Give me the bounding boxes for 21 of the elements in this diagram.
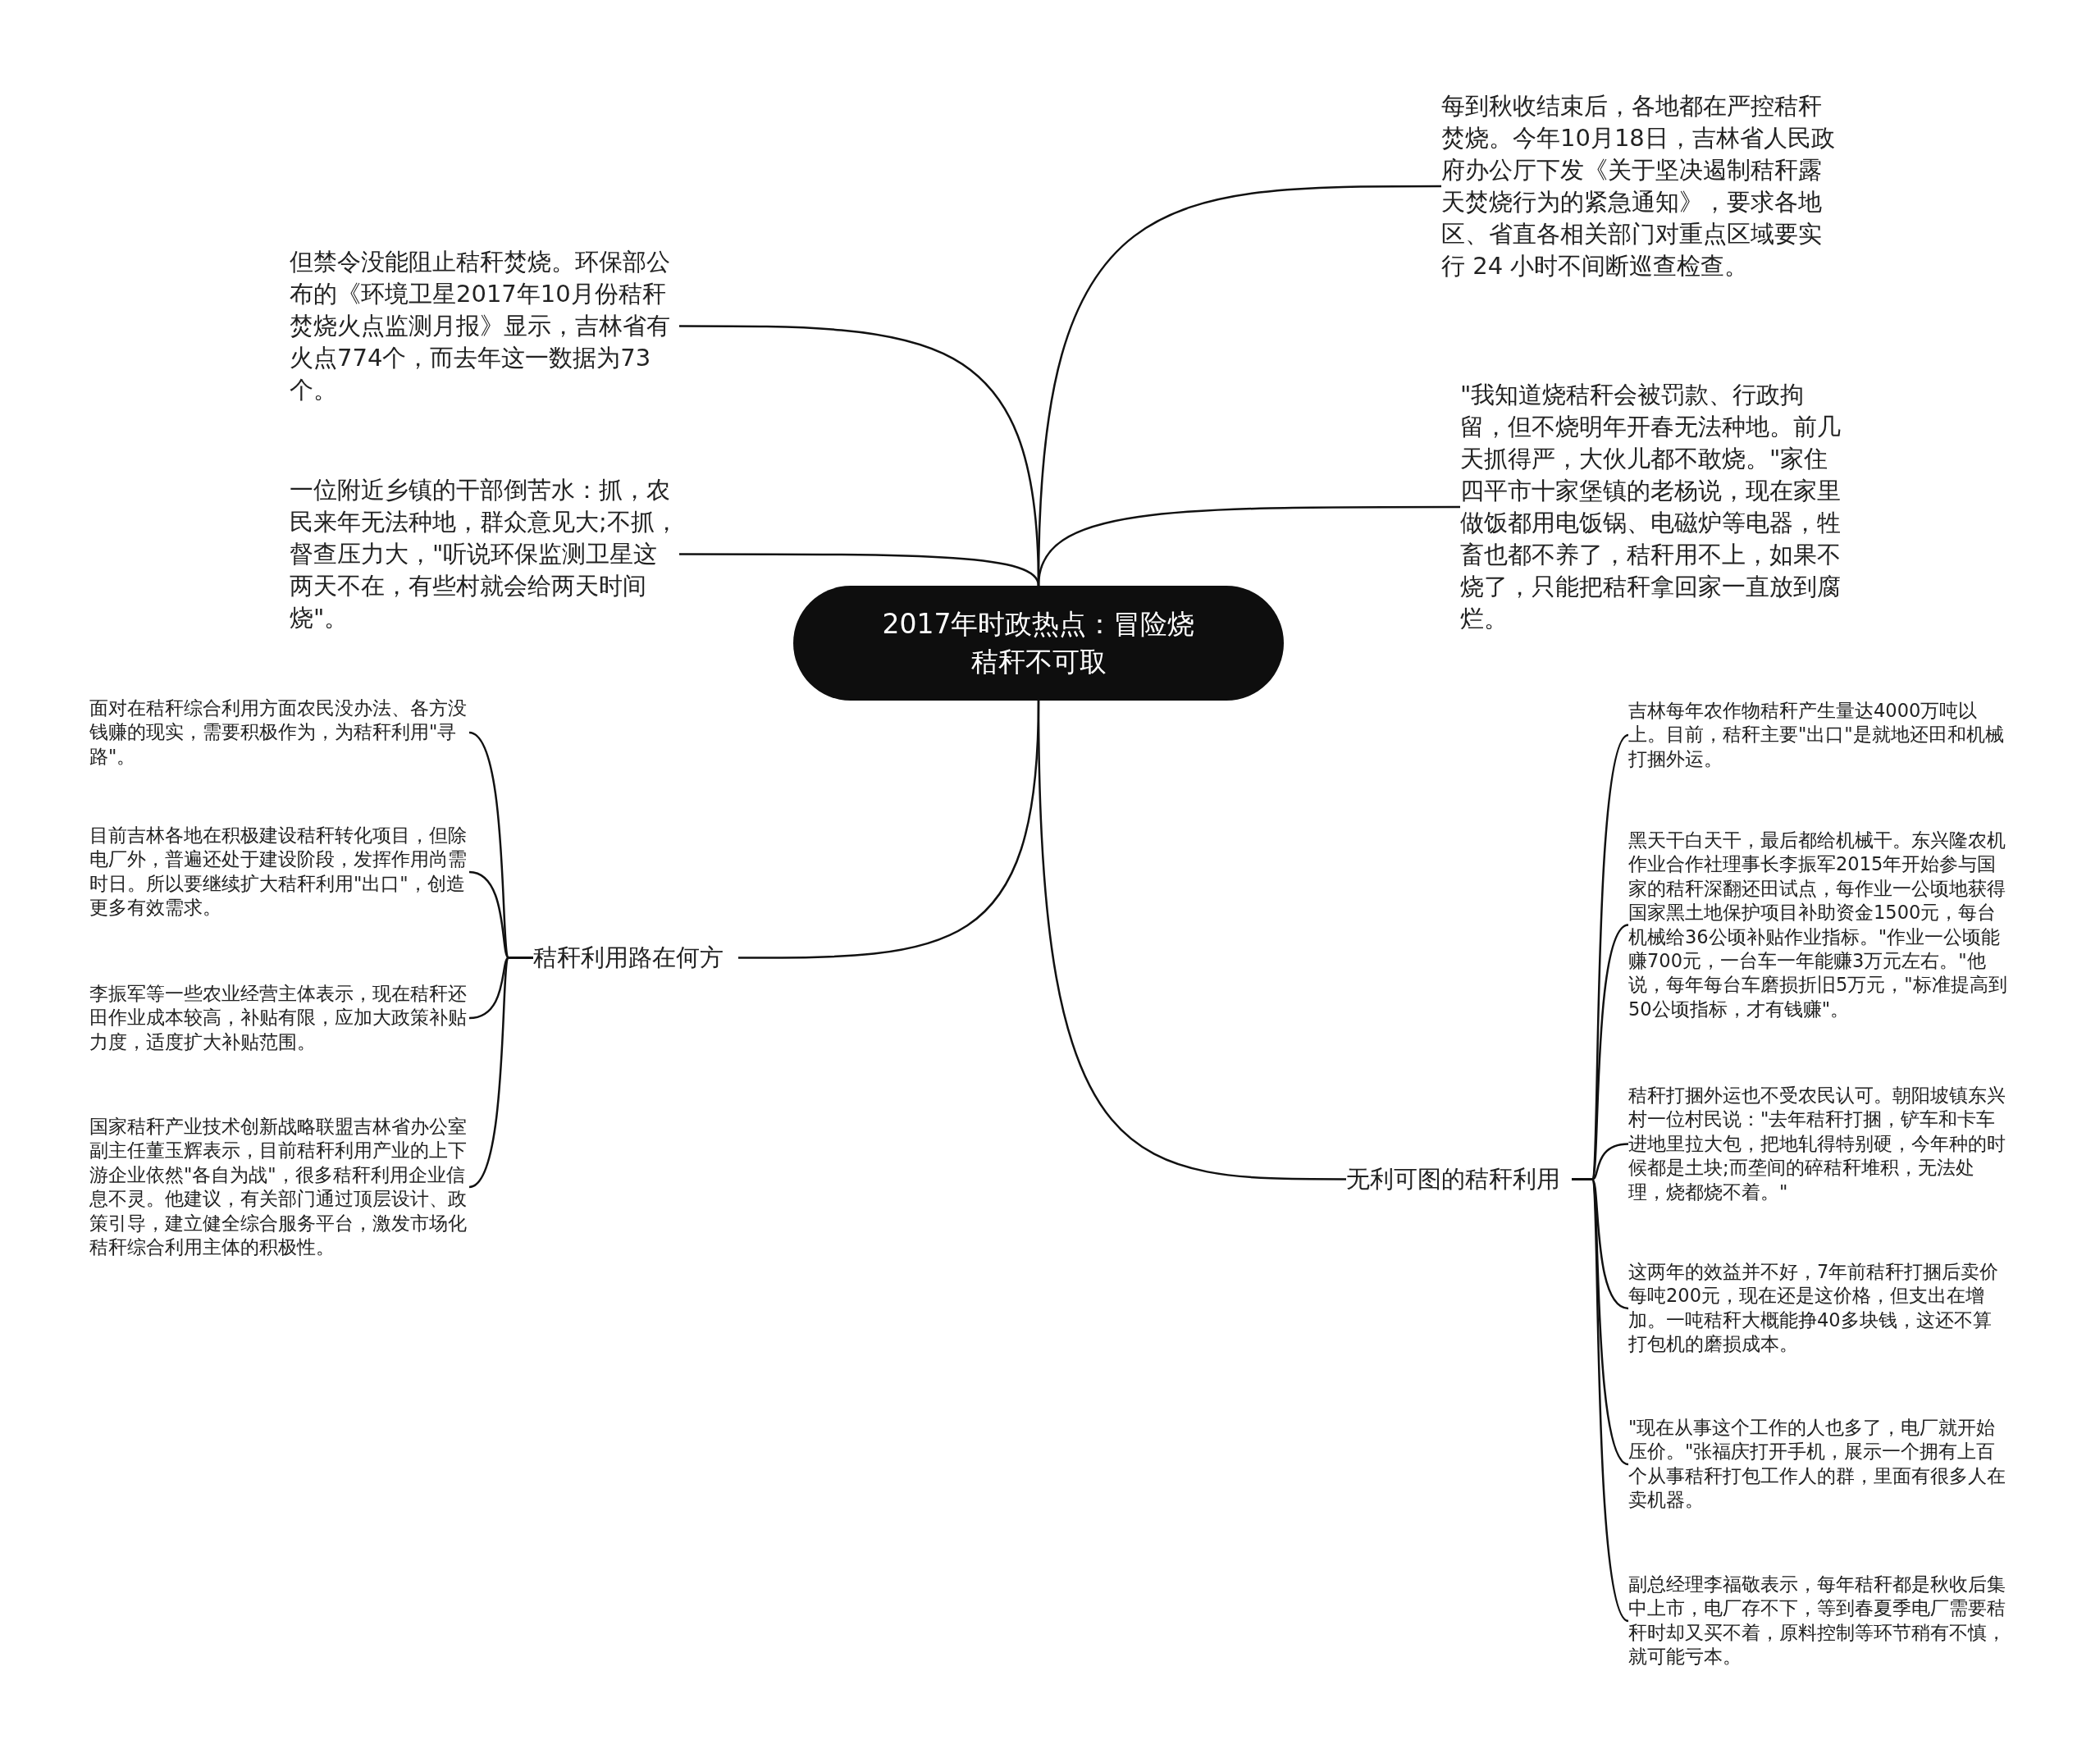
detail-text: 这两年的效益并不好，7年前秸秆打捆后卖价每吨200元，现在还是这价格，但支出在增加。一吨秸秆大概能挣40多块钱，这还不算打包机的磨损成本。: [1628, 1260, 2007, 1357]
detail-text: 吉林每年农作物秸秆产生量达4000万吨以上。目前，秸秆主要"出口"是就地还田和机械打捆外运。: [1628, 699, 2007, 772]
detail-text: 李振军等一些农业经营主体表示，现在秸秆还田作业成本较高，补贴有限，应加大政策补贴力度，适度扩大补贴范围。: [89, 982, 469, 1055]
topic-text: 每到秋收结束后，各地都在严控秸秆焚烧。今年10月18日，吉林省人民政府办公厅下发《关于坚决遏制秸秆露天焚烧行为的紧急通知》，要求各地区、省直各相关部门对重点区域要实行 24 小时不间断巡查检查。: [1441, 90, 1843, 282]
central-topic: 2017年时政热点：冒险烧秸秆不可取: [793, 586, 1284, 701]
topic-text: 一位附近乡镇的干部倒苦水：抓，农民来年无法种地，群众意见大;不抓，督查压力大，"听说环保监测卫星这两天不在，有些村就会给两天时间烧"。: [290, 474, 679, 634]
branch-topic: 无利可图的秸秆利用: [1346, 1163, 1572, 1195]
detail-text: 副总经理李福敬表示，每年秸秆都是秋收后集中上市，电厂存不下，等到春夏季电厂需要秸秆时却又买不着，原料控制等环节稍有不慎，就可能亏本。: [1628, 1573, 2007, 1669]
branch-topic: 秸秆利用路在何方: [533, 942, 738, 974]
connector-line: [1572, 1178, 1629, 1622]
detail-text: 秸秆打捆外运也不受农民认可。朝阳坡镇东兴村一位村民说："去年秸秆打捆，铲车和卡车进地里拉大包，把地轧得特别硬，今年种的时候都是土块;而垄间的碎秸秆堆积，无法处理，烧都烧不着。": [1628, 1084, 2007, 1205]
detail-text: 面对在秸秆综合利用方面农民没办法、各方没钱赚的现实，需要积极作为，为秸秆利用"寻路"。: [89, 696, 469, 769]
topic-text: "我知道烧秸秆会被罚款、行政拘留，但不烧明年开春无法种地。前几天抓得严，大伙儿都不敢烧。"家住四平市十家堡镇的老杨说，现在家里做饭都用电饭锅、电磁炉等电器，牲畜也都不养了，秸秆用不上，如果不烧了，只能把秸秆拿回家一直放到腐烂。: [1460, 379, 1850, 635]
detail-text: 黑天干白天干，最后都给机械干。东兴隆农机作业合作社理事长李振军2015年开始参与国家的秸秆深翻还田试点，每作业一公顷地获得国家黑土地保护项目补助资金1500元，每台机械给36公顷补贴作业指标。"作业一公顷能赚700元，一台车一年能赚3万元左右。"他说，每年每台车磨损折旧5万元，"标准提高到50公顷指标，才有钱赚"。: [1628, 829, 2007, 1022]
detail-text: 目前吉林各地在积极建设秸秆转化项目，但除电厂外，普遍还处于建设阶段，发挥作用尚需时日。所以要继续扩大秸秆利用"出口"，创造更多有效需求。: [89, 824, 469, 920]
detail-text: 国家秸秆产业技术创新战略联盟吉林省办公室副主任董玉辉表示，目前秸秆利用产业的上下游企业依然"各自为战"，很多秸秆利用企业信息不灵。他建议，有关部门通过顶层设计、政策引导，建立健全综合服务平台，激发市场化秸秆综合利用主体的积极性。: [89, 1115, 469, 1260]
connector-line: [679, 553, 1040, 587]
connector-line: [1037, 700, 1346, 1180]
topic-text: 但禁令没能阻止秸秆焚烧。环保部公布的《环境卫星2017年10月份秸秆焚烧火点监测月报》显示，吉林省有火点774个，而去年这一数据为73个。: [290, 246, 679, 406]
connector-line: [468, 957, 533, 1189]
detail-text: "现在从事这个工作的人也多了，电厂就开始压价。"张福庆打开手机，展示一个拥有上百个从事秸秆打包工作人的群，里面有很多人在卖机器。: [1628, 1416, 2007, 1513]
